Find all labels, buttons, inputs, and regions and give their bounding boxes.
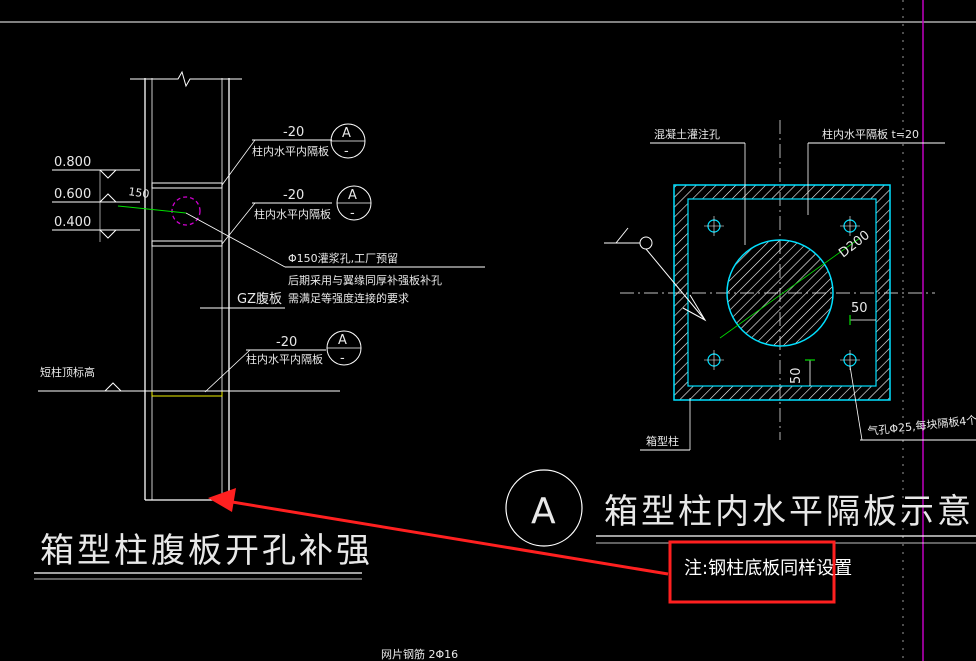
grout-hole-leader: 混凝土灌注孔 xyxy=(650,127,746,245)
short-column-top-mark: 短柱顶标高 xyxy=(38,365,340,392)
annotation-overlay: 注:钢柱底板同样设置 xyxy=(208,488,852,604)
plate-callout-3: -20 柱内水平内隔板 A - xyxy=(204,330,362,393)
vent-hole-leader: 气孔Φ25,每块隔板4个 xyxy=(849,365,976,441)
plate-label-1: 柱内水平内隔板 xyxy=(252,144,329,158)
bubble-a-2: A xyxy=(348,188,357,203)
note-highlight-box xyxy=(668,540,836,604)
hole-note-line-3: 需满足等强度连接的要求 xyxy=(288,291,409,305)
short-column-top-label: 短柱顶标高 xyxy=(40,365,95,379)
plate-callout-2: -20 柱内水平内隔板 A - xyxy=(221,185,372,245)
plate-thickness-3: -20 xyxy=(276,335,297,350)
right-title-bubble-letter: A xyxy=(531,491,556,532)
plate-thickness-1: -20 xyxy=(283,125,304,140)
dim-150: 150 xyxy=(128,185,151,201)
annotation-arrow-shaft xyxy=(219,498,669,576)
bottom-rebar-text: 网片钢筋 2Φ16 xyxy=(381,647,458,661)
plate-t-label: 柱内水平隔板 t=20 xyxy=(822,127,919,141)
plate-label-2: 柱内水平内隔板 xyxy=(254,207,331,221)
plate-thickness-2: -20 xyxy=(283,188,304,203)
vent-hole-label: 气孔Φ25,每块隔板4个 xyxy=(867,413,976,438)
dim-50-vertical: 50 xyxy=(789,367,804,384)
hole-note-line-2: 后期采用与翼缘同厚补强板补孔 xyxy=(288,273,442,287)
hole-note-line-1: Φ150灌浆孔,工厂预留 xyxy=(288,251,398,265)
elevation-marks: 0.800 0.600 0.400 150 xyxy=(52,155,150,242)
elevation-0400: 0.400 xyxy=(54,215,91,230)
web-label-group: GZ腹板 xyxy=(200,291,285,309)
weld-symbol xyxy=(604,227,707,322)
right-title: 箱型柱内水平隔板示意图 xyxy=(604,492,976,532)
diameter-label: D200 xyxy=(836,228,873,261)
right-title-group: A 箱型柱内水平隔板示意图 xyxy=(505,469,976,547)
left-column-elevation xyxy=(117,70,242,501)
bubble-dash-3: - xyxy=(340,351,345,366)
note-text: 注:钢柱底板同样设置 xyxy=(684,558,852,579)
plate-label-3: 柱内水平内隔板 xyxy=(246,352,323,366)
box-column-label: 箱型柱 xyxy=(646,434,679,448)
vent-holes xyxy=(704,216,860,370)
annotation-arrow-head xyxy=(208,488,236,512)
grout-hole-note: Φ150灌浆孔,工厂预留 后期采用与翼缘同厚补强板补孔 需满足等强度连接的要求 xyxy=(185,212,485,305)
bubble-a-1: A xyxy=(342,126,351,141)
grout-hole-label: 混凝土灌注孔 xyxy=(654,127,720,141)
plate-callout-1: -20 柱内水平内隔板 A - xyxy=(221,123,366,186)
plate-t-leader: 柱内水平隔板 t=20 xyxy=(807,127,945,215)
bubble-a-3: A xyxy=(338,333,347,348)
elevation-0800: 0.800 xyxy=(54,155,91,170)
web-label: GZ腹板 xyxy=(237,291,282,307)
left-title-group: 箱型柱腹板开孔补强 xyxy=(34,531,373,580)
dim-50-horizontal: 50 xyxy=(851,301,868,316)
bubble-dash-1: - xyxy=(344,144,349,159)
box-column-section: 50 50 D200 xyxy=(620,120,935,440)
box-column-leader: 箱型柱 xyxy=(640,398,691,451)
bubble-dash-2: - xyxy=(350,206,355,221)
left-title: 箱型柱腹板开孔补强 xyxy=(40,531,373,571)
elevation-0600: 0.600 xyxy=(54,187,91,202)
